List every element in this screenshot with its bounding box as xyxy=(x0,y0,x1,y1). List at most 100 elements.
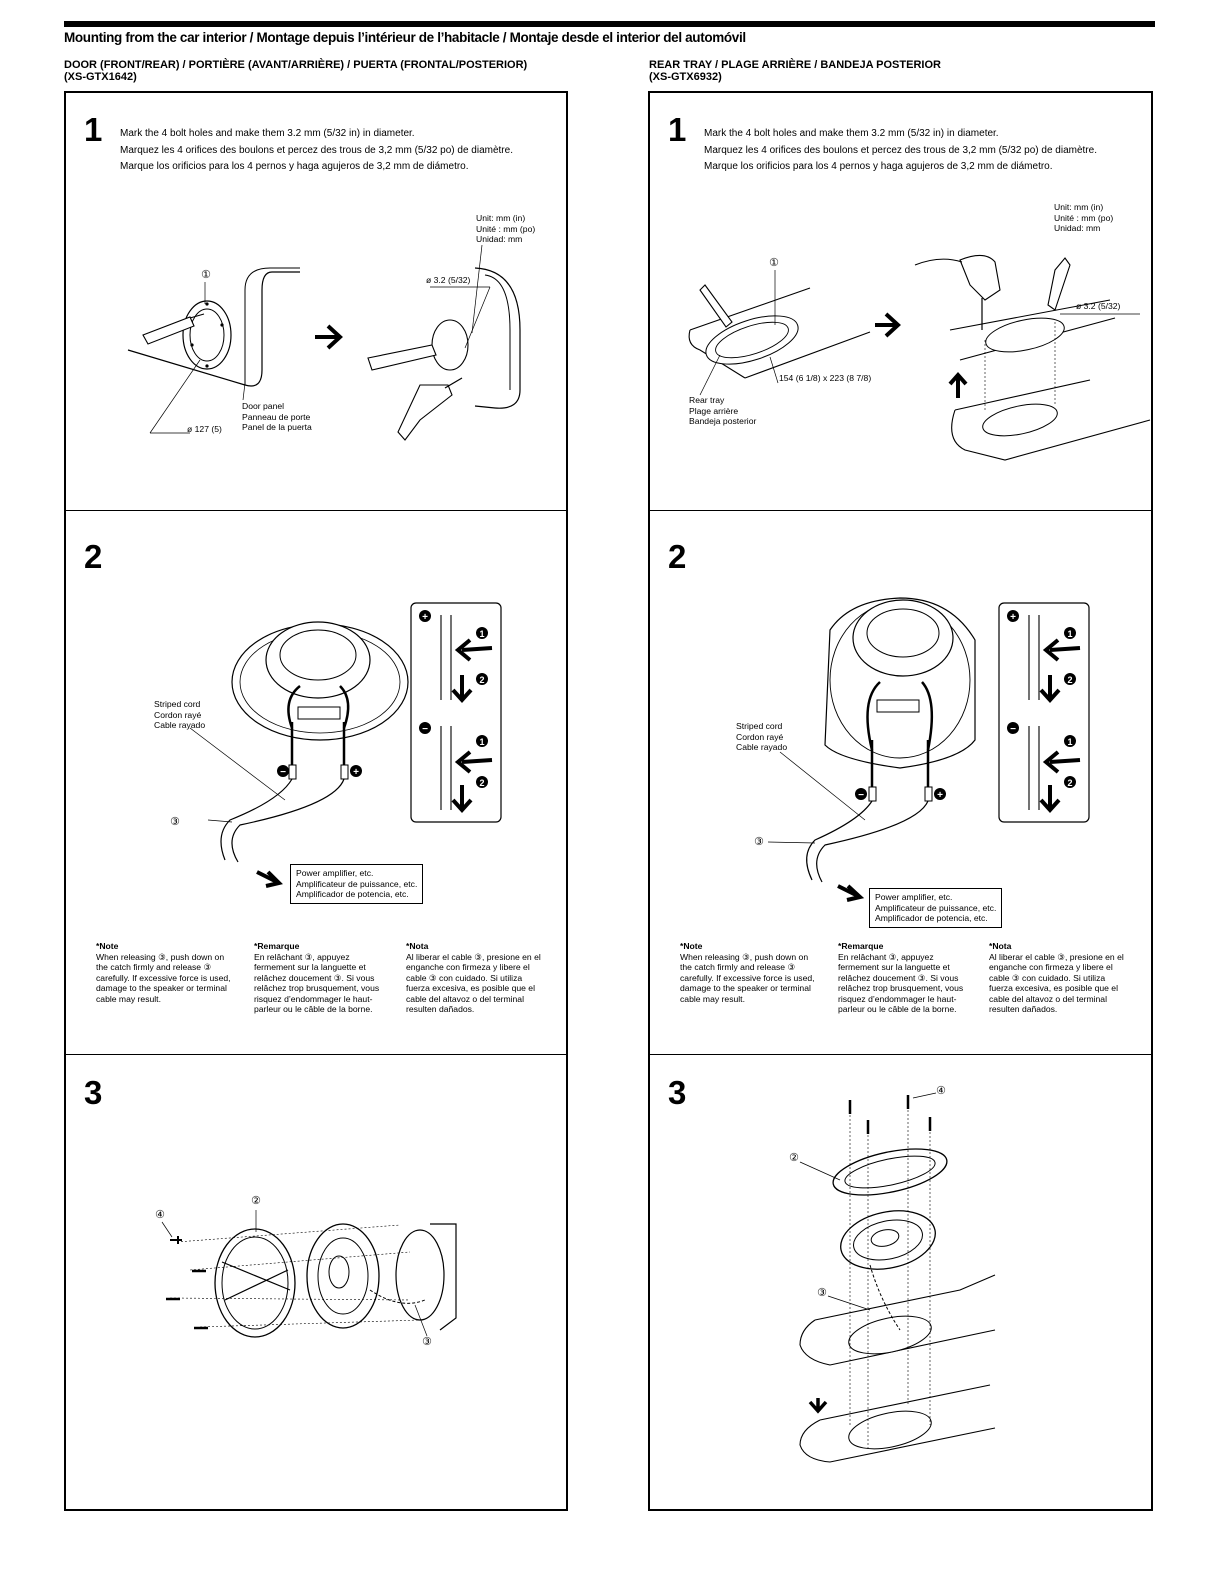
left-column-heading: DOOR (FRONT/REAR) / PORTIÈRE (AVANT/ARRI… xyxy=(64,59,527,83)
svg-text:2: 2 xyxy=(479,675,484,685)
cord-en: Striped cord xyxy=(736,721,783,731)
tray-es: Bandeja posterior xyxy=(689,416,757,426)
panel-en: Door panel xyxy=(242,401,285,411)
step1-instruction: Mark the 4 bolt holes and make them 3.2 … xyxy=(120,126,513,176)
instruction-es: Marque los orificios para los 4 pernos y… xyxy=(704,161,1053,172)
door-panel-label: Door panel Panneau de porte Panel de la … xyxy=(242,401,312,433)
note-es: *Nota Al liberar el cable ③, presione en… xyxy=(989,941,1129,1015)
step-number-3: 3 xyxy=(84,1074,103,1111)
instruction-en: Mark the 4 bolt holes and make them 3.2 … xyxy=(704,128,999,139)
power-amp-box: Power amplifier, etc. Amplificateur de p… xyxy=(869,888,1003,928)
note-fr-title: *Remarque xyxy=(838,941,884,951)
svg-text:+: + xyxy=(422,612,428,623)
tray-en: Rear tray xyxy=(689,395,725,405)
note-es-body: Al liberar el cable ③, presione en el en… xyxy=(989,951,1124,1015)
note-en: *Note When releasing ③, push down on the… xyxy=(680,941,820,1004)
step1-instruction: Mark the 4 bolt holes and make them 3.2 … xyxy=(704,126,1097,176)
callout-3: ③ xyxy=(754,836,764,848)
top-rule xyxy=(64,21,1155,27)
amp-fr: Amplificateur de puissance, etc. xyxy=(875,902,997,913)
instruction-fr: Marquez les 4 orifices des boulons et pe… xyxy=(704,144,1097,156)
callout-2: ② xyxy=(789,1152,799,1164)
right-panel-frame xyxy=(648,91,1153,1511)
svg-text:1: 1 xyxy=(479,737,484,747)
power-amp-box: Power amplifier, etc. Amplificateur de p… xyxy=(290,864,424,904)
note-en-title: *Note xyxy=(680,941,703,951)
note-fr-title: *Remarque xyxy=(254,941,300,951)
striped-cord-label: Striped cord Cordon rayé Cable rayado xyxy=(154,699,205,731)
panel-fr: Panneau de porte xyxy=(242,411,311,422)
minus-symbol: − xyxy=(280,767,286,778)
svg-text:2: 2 xyxy=(1067,675,1072,685)
right-heading-model: (XS-GTX6932) xyxy=(649,71,722,83)
instruction-fr: Marquez les 4 orifices des boulons et pe… xyxy=(120,144,513,156)
note-en: *Note When releasing ③, push down on the… xyxy=(96,941,236,1004)
amp-fr: Amplificateur de puissance, etc. xyxy=(296,878,418,889)
svg-text:1: 1 xyxy=(479,629,484,639)
unit-en: Unit: mm (in) xyxy=(476,213,526,223)
unit-label: Unit: mm (in) Unité : mm (po) Unidad: mm xyxy=(1054,202,1113,234)
cord-en: Striped cord xyxy=(154,699,201,709)
step-number-2: 2 xyxy=(668,538,687,575)
cord-fr: Cordon rayé xyxy=(154,709,202,720)
svg-text:−: − xyxy=(1010,724,1016,735)
unit-es: Unidad: mm xyxy=(476,234,523,244)
amp-es: Amplificador de potencia, etc. xyxy=(296,889,409,899)
callout-4: ④ xyxy=(155,1209,165,1221)
callout-3: ③ xyxy=(817,1287,827,1299)
step-divider xyxy=(66,510,566,511)
step-number-1: 1 xyxy=(84,111,103,148)
note-en-title: *Note xyxy=(96,941,119,951)
rear-tray-label: Rear tray Plage arrière Bandeja posterio… xyxy=(689,395,756,427)
svg-text:+: + xyxy=(937,790,943,801)
unit-es: Unidad: mm xyxy=(1054,223,1101,233)
instruction-es: Marque los orificios para los 4 pernos y… xyxy=(120,161,469,172)
note-en-body: When releasing ③, push down on the catch… xyxy=(96,951,231,1004)
hole-diameter-label: ø 3.2 (5/32) xyxy=(426,275,471,285)
left-heading-model: (XS-GTX1642) xyxy=(64,71,137,83)
svg-text:1: 1 xyxy=(1067,629,1072,639)
panel-es: Panel de la puerta xyxy=(242,422,312,432)
unit-fr: Unité : mm (po) xyxy=(1054,212,1114,223)
amp-en: Power amplifier, etc. xyxy=(296,868,374,878)
svg-text:2: 2 xyxy=(1067,778,1072,788)
note-fr-body: En relâchant ③, appuyez fermement sur la… xyxy=(838,951,964,1015)
hole-diameter-label: ø 3.2 (5/32) xyxy=(1076,301,1121,311)
note-es: *Nota Al liberar el cable ③, presione en… xyxy=(406,941,546,1015)
svg-text:+: + xyxy=(1010,612,1016,623)
note-en-body: When releasing ③, push down on the catch… xyxy=(680,951,815,1004)
step-number-1: 1 xyxy=(668,111,687,148)
note-fr: *Remarque En relâchant ③, appuyez fermem… xyxy=(838,941,976,1015)
note-fr: *Remarque En relâchant ③, appuyez fermem… xyxy=(254,941,392,1015)
cord-fr: Cordon rayé xyxy=(736,731,784,742)
striped-cord-label: Striped cord Cordon rayé Cable rayado xyxy=(736,721,787,753)
note-fr-body: En relâchant ③, appuyez fermement sur la… xyxy=(254,951,380,1015)
unit-en: Unit: mm (in) xyxy=(1054,202,1104,212)
left-heading-line1: DOOR (FRONT/REAR) / PORTIÈRE (AVANT/ARRI… xyxy=(64,59,528,71)
unit-label: Unit: mm (in) Unité : mm (po) Unidad: mm xyxy=(476,213,535,245)
amp-en: Power amplifier, etc. xyxy=(875,892,953,902)
note-es-title: *Nota xyxy=(989,941,1012,951)
step-number-3: 3 xyxy=(668,1074,687,1111)
cord-es: Cable rayado xyxy=(154,720,206,730)
callout-1: ① xyxy=(769,257,779,269)
step-number-2: 2 xyxy=(84,538,103,575)
callout-3: ③ xyxy=(170,816,180,828)
svg-text:1: 1 xyxy=(1067,737,1072,747)
note-es-title: *Nota xyxy=(406,941,429,951)
step-divider xyxy=(650,1054,1151,1055)
left-panel-frame xyxy=(64,91,568,1511)
callout-4: ④ xyxy=(936,1085,946,1097)
cutout-diameter-label: ø 127 (5) xyxy=(187,424,222,434)
instruction-en: Mark the 4 bolt holes and make them 3.2 … xyxy=(120,128,415,139)
note-es-body: Al liberar el cable ③, presione en el en… xyxy=(406,951,541,1015)
tray-fr: Plage arrière xyxy=(689,405,739,416)
callout-1: ① xyxy=(201,269,211,281)
step-divider xyxy=(66,1054,566,1055)
